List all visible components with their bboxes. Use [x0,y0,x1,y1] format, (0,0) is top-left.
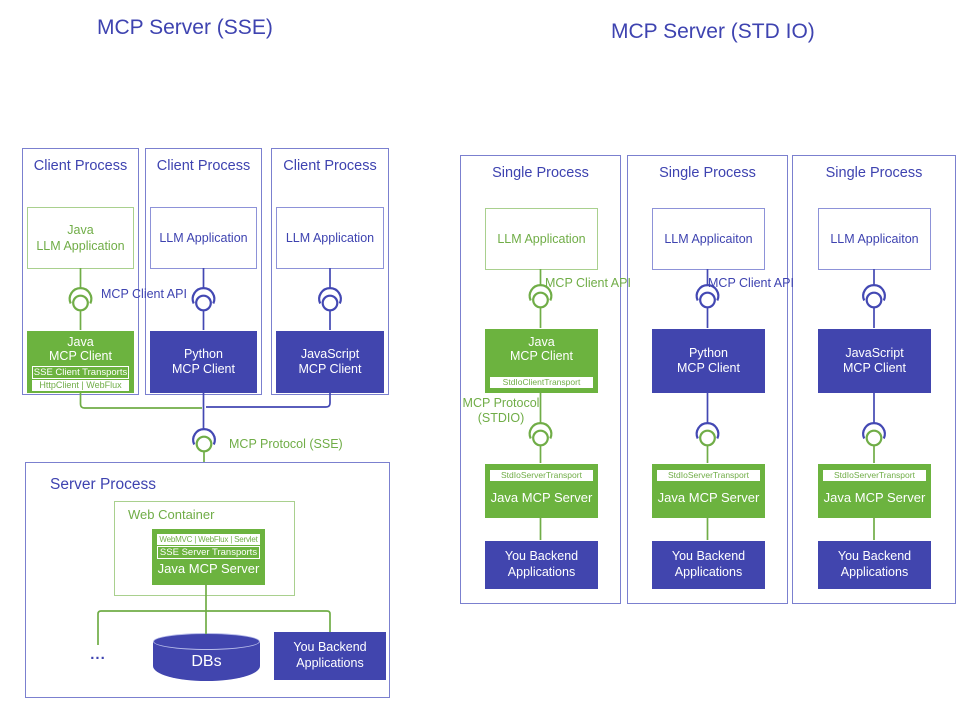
mcp-server-label: Java MCP Server [157,561,260,576]
mcp-client-label: MCP Client [510,349,573,363]
java-mcp-server-box: WebMVC | WebFlux | Servlet SSE Server Tr… [152,529,265,585]
web-container-title: Web Container [128,507,215,522]
llm-application-box: LLM Application [485,208,598,270]
backend-applications-box: You Backend Applications [485,541,598,589]
mcp-client-label: MCP Client [298,362,362,376]
more-backends-ellipsis: ... [90,646,106,663]
process-title: Client Process [33,158,128,174]
mcp-protocol-sse-label: MCP Protocol (SSE) [229,437,343,451]
mcp-client-label: Java [67,335,94,349]
sse-client-process-box-1: Client Process Java LLM Application Java… [22,148,139,395]
backend-label: Applications [296,656,364,670]
llm-application-box: LLM Applicaiton [818,208,931,270]
transport-strip: StdIoServerTransport [490,470,593,481]
llm-application-box: LLM Application [150,207,257,269]
implementation-strip: WebMVC | WebFlux | Servlet [157,534,260,545]
llm-application-label: LLM Applicaiton [830,232,919,246]
mcp-protocol-stdio-label-line: MCP Protocol [462,396,540,410]
backend-label: You Backend [837,549,912,563]
interface-socket-icon [192,428,216,446]
mcp-client-label: JavaScript [845,346,904,360]
mcp-server-label: Java MCP Server [657,490,760,505]
llm-application-label: LLM Applicaiton [664,232,753,246]
backend-label: You Backend [504,549,579,563]
process-title: Single Process [659,165,756,181]
process-title: Client Process [283,158,377,174]
process-title: Client Process [156,158,251,174]
llm-application-label: LLM Application [159,231,248,245]
python-mcp-client-box: Python MCP Client [652,329,765,393]
implementation-strip: HttpClient | WebFlux [32,380,129,391]
llm-application-box: LLM Application [276,207,384,269]
mcp-protocol-stdio-label-line: (STDIO) [477,411,525,425]
backend-label: Applications [507,565,576,579]
java-mcp-server-box: StdIoServerTransport Java MCP Server [485,464,598,518]
transport-strip: StdIoServerTransport [823,470,926,481]
llm-application-box: Java LLM Application [27,207,134,269]
llm-application-label: LLM Application [285,231,375,245]
stdio-single-process-box-1: Single Process LLM Application Java MCP … [460,155,621,604]
mcp-client-label: MCP Client [49,349,112,363]
transport-strip: SSE Server Transports [157,546,260,559]
javascript-mcp-client-box: JavaScript MCP Client [818,329,931,393]
mcp-client-label: Python [184,347,223,361]
database-cylinder: DBs [153,633,260,681]
backend-label: Applications [674,565,743,579]
mcp-server-label: Java MCP Server [490,490,593,505]
web-container-box: Web Container WebMVC | WebFlux | Servlet… [114,501,295,596]
mcp-protocol-stdio-label: MCP Protocol (STDIO) [461,396,541,426]
database-label: DBs [191,653,222,670]
stdio-single-process-box-2: Single Process LLM Applicaiton Python MC… [627,155,788,604]
sse-diagram-title: MCP Server (SSE) [97,16,273,39]
backend-label: You Backend [671,549,746,563]
transport-strip: StdIoServerTransport [657,470,760,481]
mcp-client-label: MCP Client [843,361,906,375]
backend-label: Applications [840,565,909,579]
backend-label: You Backend [293,640,367,654]
mcp-client-api-label: MCP Client API [101,287,187,301]
llm-application-box: LLM Applicaiton [652,208,765,270]
process-title: Single Process [492,165,589,181]
transport-strip: StdIoClientTransport [490,377,593,388]
java-mcp-client-box: Java MCP Client SSE Client Transports Ht… [27,331,134,393]
sse-server-process-box: Server Process Web Container WebMVC | We… [25,462,390,698]
sse-client-process-box-2: Client Process LLM Application Python MC… [145,148,262,395]
javascript-mcp-client-box: JavaScript MCP Client [276,331,384,393]
backend-applications-box: You Backend Applications [818,541,931,589]
java-mcp-client-box: Java MCP Client StdIoClientTransport [485,329,598,393]
mcp-client-label: JavaScript [300,347,360,361]
mcp-client-label: Java [528,335,555,349]
mcp-client-label: MCP Client [677,361,740,375]
server-process-title: Server Process [50,476,156,493]
interface-ball-icon [195,435,213,453]
process-title: Single Process [825,165,923,181]
python-mcp-client-box: Python MCP Client [150,331,257,393]
backend-applications-box: You Backend Applications [652,541,765,589]
mcp-client-api-label: MCP Client API [545,276,631,290]
stdio-single-process-box-3: Single Process LLM Applicaiton JavaScrip… [792,155,956,604]
database-cylinder-top [153,633,260,650]
transport-strip: SSE Client Transports [32,366,129,379]
mcp-server-label: Java MCP Server [823,490,926,505]
stdio-diagram-title: MCP Server (STD IO) [611,20,815,43]
sse-backend-applications-box: You Backend Applications [274,632,386,680]
java-mcp-server-box: StdIoServerTransport Java MCP Server [818,464,931,518]
java-mcp-server-box: StdIoServerTransport Java MCP Server [652,464,765,518]
mcp-client-label: MCP Client [172,362,235,376]
sse-client-process-box-3: Client Process LLM Application JavaScrip… [271,148,389,395]
mcp-client-label: Python [689,346,728,360]
mcp-client-api-label: MCP Client API [708,276,794,290]
llm-application-label: LLM Application [36,239,125,253]
llm-application-label: LLM Application [497,232,586,246]
llm-application-label: Java [67,223,94,237]
